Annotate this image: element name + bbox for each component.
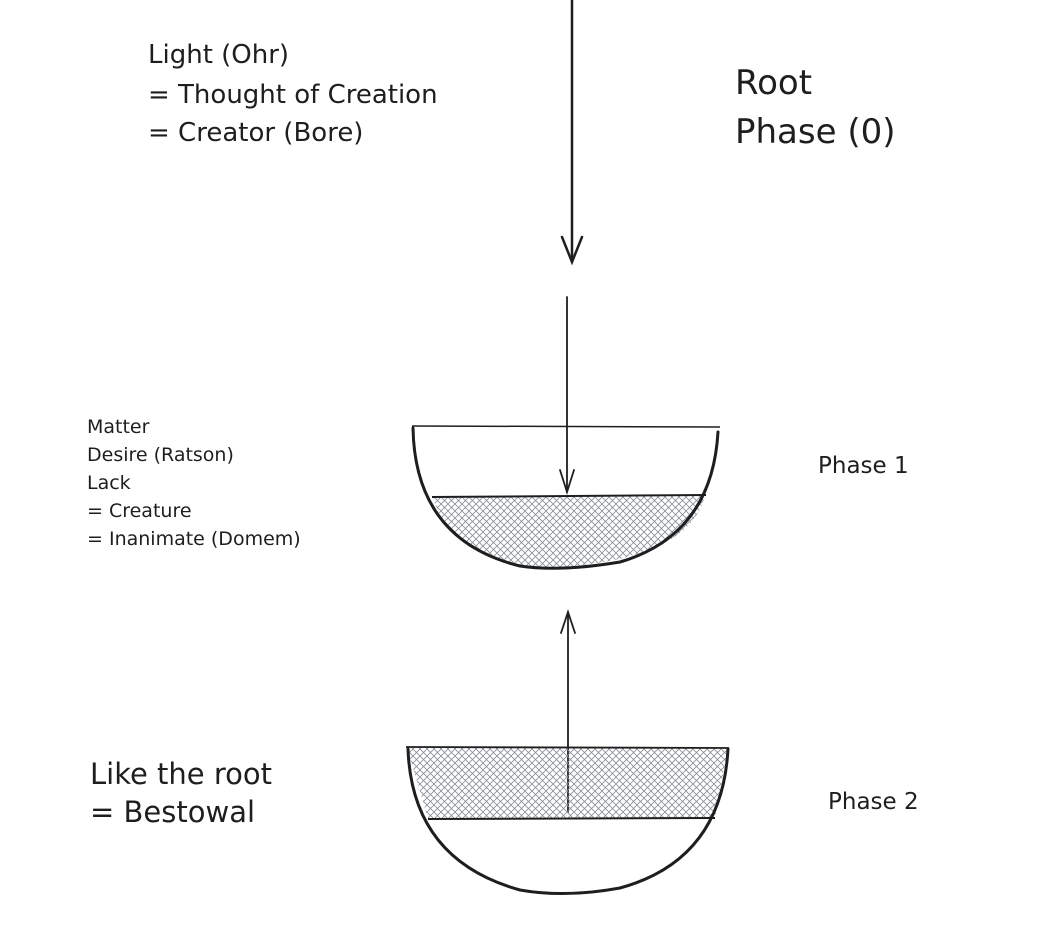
root-phase-line1: Root (735, 63, 813, 103)
phase1-note-line: Matter (87, 416, 150, 438)
root-arrow (560, 0, 584, 266)
phase1-note-line: Lack (87, 472, 131, 494)
phase2-note-line: = Bestowal (90, 795, 256, 829)
phase1-vessel (411, 425, 721, 570)
phase1-note-line: Desire (Ratson) (87, 444, 234, 466)
phase2-label: Phase 2 (828, 789, 919, 815)
phase1-label: Phase 1 (818, 453, 909, 479)
phase1-arrow (559, 296, 575, 495)
root-note-line: = Thought of Creation (148, 80, 438, 110)
phase1-note-line: = Creature (87, 500, 192, 522)
phase2-note-line: Like the root (90, 757, 272, 791)
phase2-vessel (405, 746, 730, 896)
phase1-note-line: = Inanimate (Domem) (87, 528, 301, 550)
root-note-line: = Creator (Bore) (148, 118, 364, 148)
root-phase-line2: Phase (0) (735, 112, 896, 152)
root-note-line: Light (Ohr) (148, 40, 290, 70)
